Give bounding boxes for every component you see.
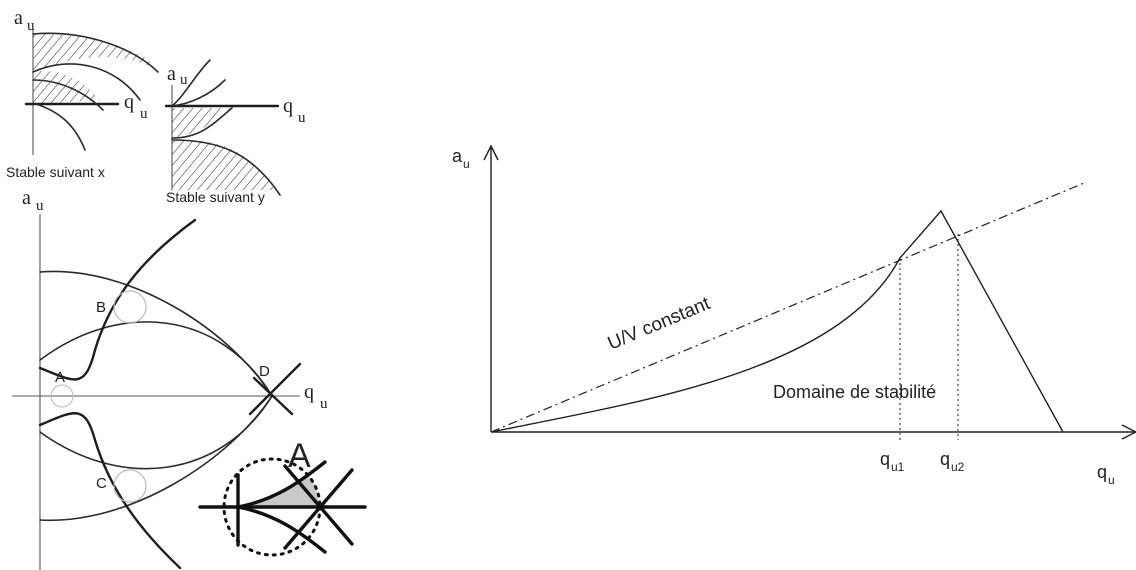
zoom-curve-upper [236,460,327,509]
inset-y-curve-steep [171,59,211,107]
inset-y-x-label: q [283,95,293,117]
main-x-label-sub: u [320,396,328,412]
zoom-line-2 [283,464,354,546]
inset-y-hatched-region-a [172,108,230,138]
zoom-inset-a: A [198,437,367,557]
right-region-label: Domaine de stabilité [773,382,936,402]
main-curve-inner-top [39,321,273,397]
right-y-label: a [452,146,463,166]
inset-x-curve-upper [32,32,159,73]
main-stability-diagram: A B C D a u q u [12,187,328,570]
zoom-line-1 [283,468,354,550]
main-line-d2 [252,376,294,416]
inset-x-y-label: a [14,7,23,29]
right-y-axis-arrow [483,144,499,161]
inset-y-hatched-region-b [172,140,275,190]
inset-stable-x: a u q u Stable suivant x [6,7,159,180]
inset-y-curve-second [171,79,226,107]
right-boundary-curve [490,209,1064,433]
inset-x-curve-bottom [35,103,86,151]
main-line-d1 [248,362,302,416]
inset-y-y-label-sub: u [180,72,188,88]
right-x-label: q [1097,462,1107,482]
inset-stable-y: a u q u Stable suivant y [164,59,306,205]
main-curve-outer-top [39,270,273,397]
main-line-falling [38,412,182,570]
inset-y-curve-low [171,107,233,139]
right-stability-chart: a u q u q u1 q u2 U/V constant Domaine d… [452,144,1136,487]
zoom-label-a: A [288,437,311,475]
main-circle-c [113,469,147,503]
right-uv-constant-line [490,182,1085,433]
right-x-label-sub: u [1108,473,1115,487]
right-tick-q2: q [940,449,950,469]
inset-y-curve-bottom [171,139,281,196]
inset-x-curve-middle [32,63,141,101]
point-label-b: B [96,299,106,316]
main-x-label: q [304,381,314,403]
inset-x-curve-lower [32,79,104,111]
main-circle-a [50,384,74,408]
main-line-rising [38,218,197,381]
right-tick-q1: q [880,449,890,469]
inset-x-hatched-region-mid [33,71,100,104]
right-tick-q1-sub: u1 [891,460,905,474]
inset-x-x-label: q [124,91,134,113]
zoom-shaded-region [238,470,320,507]
inset-y-caption: Stable suivant y [166,189,265,205]
point-label-a: A [55,369,65,386]
main-y-label-sub: u [36,198,44,214]
inset-x-caption: Stable suivant x [6,164,105,180]
zoom-curve-lower [236,505,327,554]
right-x-axis-arrow [1121,424,1136,440]
point-label-c: C [96,475,107,492]
right-y-label-sub: u [463,157,470,171]
main-circle-b [113,290,147,324]
inset-x-hatched-region-top [33,34,150,72]
inset-x-y-label-sub: u [27,18,35,34]
right-tick-q2-sub: u2 [951,460,965,474]
inset-y-x-label-sub: u [298,110,306,126]
main-y-label: a [22,187,31,209]
main-curve-inner-bottom [39,395,273,470]
inset-x-x-label-sub: u [140,106,148,122]
inset-y-y-label: a [167,63,176,85]
point-label-d: D [259,363,270,380]
